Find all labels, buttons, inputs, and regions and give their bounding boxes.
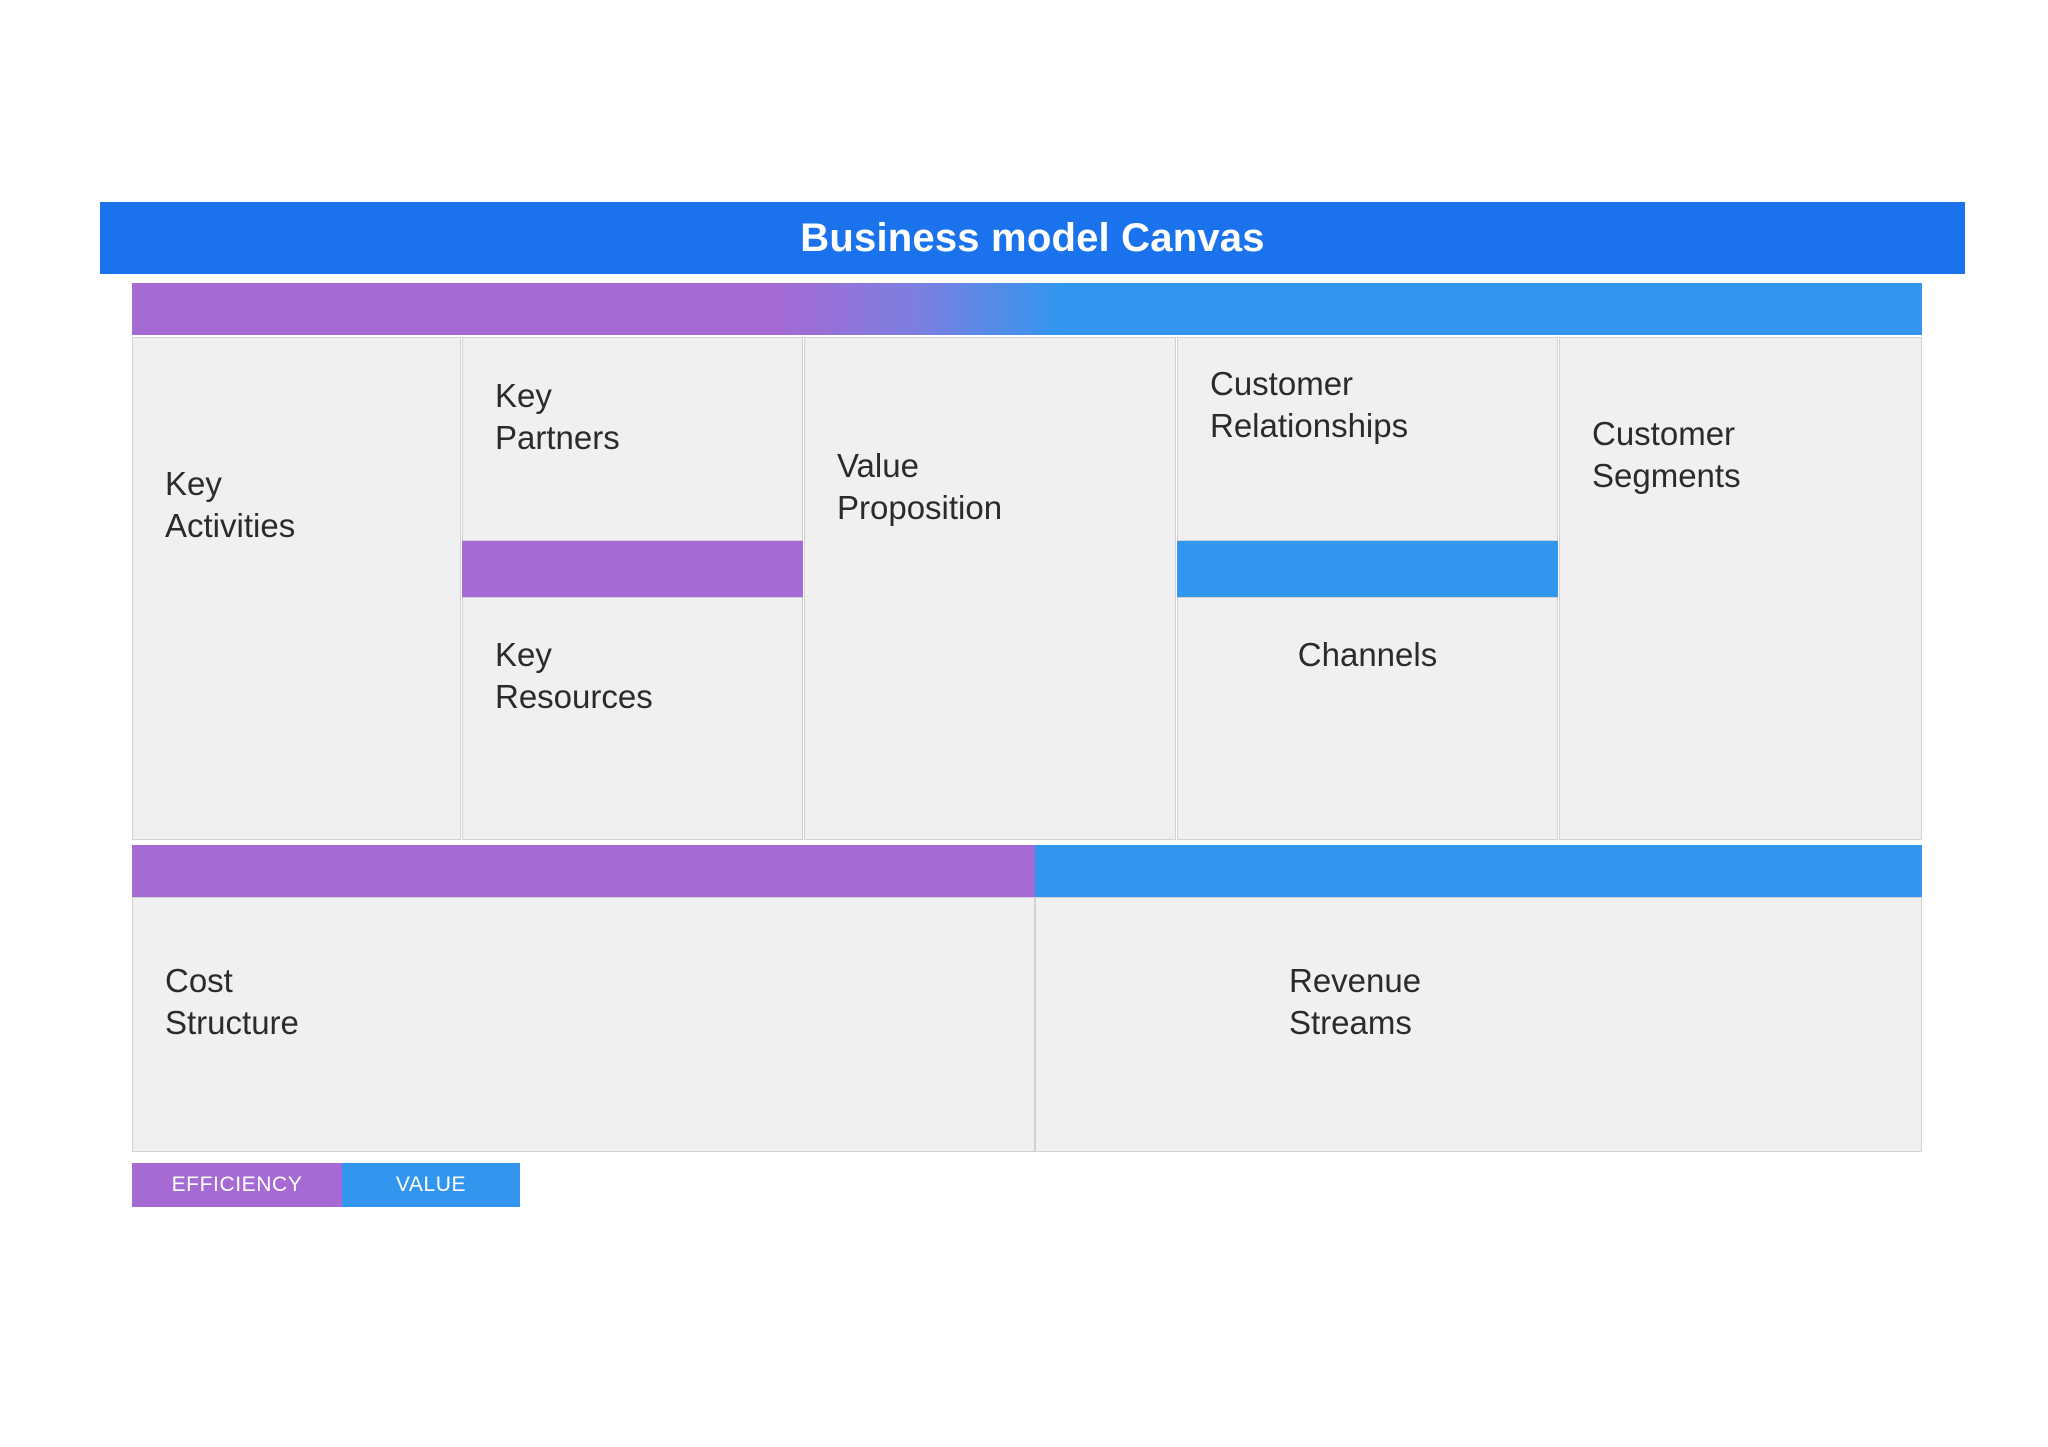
cost-structure-accent-bar [132, 845, 1035, 897]
block-key-partners-label: Key Partners [495, 377, 620, 457]
block-customer-segments[interactable]: Customer Segments [1559, 337, 1922, 840]
block-revenue-streams[interactable]: Revenue Streams [1035, 897, 1922, 1152]
separator-customer-relationships-channels [1177, 541, 1558, 597]
canvas-bottom-band: Cost Structure Revenue Streams [132, 897, 1922, 1152]
block-revenue-streams-label: Revenue Streams [1289, 962, 1422, 1042]
block-customer-relationships[interactable]: Customer Relationships [1177, 337, 1558, 541]
block-customer-segments-label: Customer Segments [1592, 415, 1741, 495]
block-key-activities-label: Key Activities [165, 465, 296, 545]
block-key-activities[interactable]: Key Activities [132, 337, 461, 840]
legend-item-efficiency-label: EFFICIENCY [171, 1173, 303, 1196]
block-customer-relationships-label: Customer Relationships [1210, 365, 1409, 445]
legend: EFFICIENCY VALUE [132, 1163, 520, 1207]
canvas-middle-band: Key Activities Key Partners Key Resource… [132, 337, 1922, 840]
page-title: Business model Canvas [800, 216, 1265, 260]
separator-key-partners-resources [462, 541, 803, 597]
legend-item-efficiency[interactable]: EFFICIENCY [132, 1163, 342, 1207]
legend-item-value[interactable]: VALUE [342, 1163, 520, 1207]
revenue-streams-accent-bar [1035, 845, 1922, 897]
block-cost-structure-label: Cost Structure [165, 962, 299, 1042]
block-key-resources-label: Key Resources [495, 636, 653, 716]
block-key-resources[interactable]: Key Resources [462, 597, 803, 840]
block-channels[interactable]: Channels [1177, 597, 1558, 840]
block-cost-structure[interactable]: Cost Structure [132, 897, 1035, 1152]
block-value-proposition[interactable]: Value Proposition [804, 337, 1176, 840]
block-channels-label: Channels [1297, 636, 1438, 673]
block-key-partners[interactable]: Key Partners [462, 337, 803, 541]
legend-item-value-label: VALUE [395, 1173, 467, 1196]
block-value-proposition-label: Value Proposition [837, 447, 1003, 527]
header-gradient-strip [132, 283, 1922, 335]
canvas-title-bar: Business model Canvas [100, 202, 1965, 274]
